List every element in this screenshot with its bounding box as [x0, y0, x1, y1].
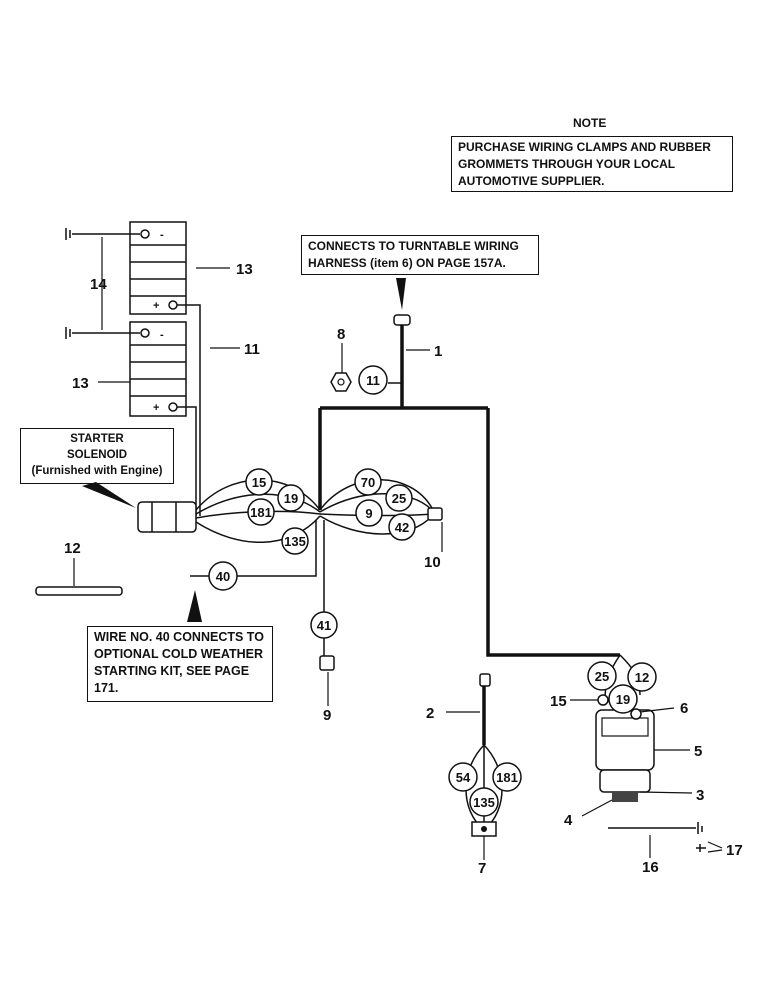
note-line: STARTING KIT, SEE PAGE [94, 664, 250, 678]
wire-181: 181 [250, 505, 272, 520]
wire-70: 70 [361, 475, 375, 490]
battery-lower: - + [129, 321, 187, 417]
callout-15: 15 [550, 693, 567, 710]
note-line: SOLENOID [66, 449, 128, 461]
note-line: (Furnished with Engine) [31, 465, 163, 477]
solenoid-pointer [82, 482, 136, 508]
callout-9: 9 [323, 707, 331, 724]
note-line: 171. [94, 681, 119, 695]
note-line: OPTIONAL COLD WEATHER [94, 647, 263, 661]
battery-plus: + [153, 402, 159, 414]
callout-11: 11 [244, 341, 260, 358]
callout-3: 3 [696, 787, 704, 804]
wire-9: 9 [365, 506, 372, 521]
callout-6: 6 [680, 700, 688, 717]
callout-13-lower: 13 [72, 375, 89, 392]
wire-181-ignition: 181 [496, 770, 518, 785]
ignition-switch [595, 694, 655, 802]
wire-40: 40 [216, 569, 230, 584]
note-line: CONNECTS TO TURNTABLE WIRING [308, 239, 519, 253]
note-line: AUTOMOTIVE SUPPLIER. [458, 174, 605, 188]
callout-12: 12 [64, 540, 81, 557]
note-line: STARTER [70, 433, 124, 445]
wire-41: 41 [317, 618, 331, 633]
note-line: HARNESS (item 6) ON PAGE 157A. [308, 256, 506, 270]
wire-42: 42 [395, 520, 409, 535]
starter-solenoid [137, 501, 197, 533]
wire-19-ignition: 19 [616, 692, 630, 707]
callout-8: 8 [337, 326, 345, 343]
note-line: GROMMETS THROUGH YOUR LOCAL [458, 157, 676, 171]
wire-19: 19 [284, 491, 298, 506]
callout-2: 2 [426, 705, 434, 722]
wire-135: 135 [284, 534, 306, 549]
callout-14: 14 [90, 276, 107, 293]
wire-54: 54 [456, 770, 471, 785]
starter-solenoid-box: STARTER SOLENOID (Furnished with Engine) [20, 428, 174, 484]
note-line: PURCHASE WIRING CLAMPS AND RUBBER [458, 140, 711, 154]
battery-minus: - [160, 229, 164, 241]
callout-numbers: 1 2 3 4 5 6 7 8 9 10 11 12 13 13 14 15 1… [64, 261, 743, 877]
wire40-pointer [187, 590, 202, 622]
nut-8 [330, 372, 352, 392]
callout-1: 1 [434, 343, 442, 360]
wire-15: 15 [252, 475, 266, 490]
callout-17: 17 [726, 842, 743, 859]
wire40-note-box: WIRE NO. 40 CONNECTS TO OPTIONAL COLD WE… [87, 626, 273, 702]
turntable-pointer [396, 278, 406, 310]
battery-upper: - + [129, 221, 187, 315]
callout-5: 5 [694, 743, 702, 760]
wire-11: 11 [366, 373, 380, 388]
resistor-12 [35, 586, 123, 596]
wire-135-ignition: 135 [473, 795, 495, 810]
cable-16 [608, 822, 703, 834]
note-title: NOTE [573, 116, 607, 130]
wire-25: 25 [392, 491, 406, 506]
wire-12: 12 [635, 670, 649, 685]
callout-7: 7 [478, 860, 486, 877]
main-harness [318, 322, 620, 657]
supplier-note-box: PURCHASE WIRING CLAMPS AND RUBBER GROMME… [451, 136, 733, 192]
wire-number-circles: 11 15 19 181 135 70 25 9 42 40 41 54 135… [208, 365, 657, 817]
battery-minus: - [160, 329, 164, 341]
callout-leaders [73, 267, 723, 860]
note-line: WIRE NO. 40 CONNECTS TO [94, 630, 264, 644]
wire-25-ignition: 25 [595, 669, 609, 684]
right-branch-wires [319, 479, 443, 535]
ground-cables [65, 228, 140, 339]
callout-4: 4 [564, 812, 573, 829]
callout-10: 10 [424, 554, 441, 571]
callout-16: 16 [642, 859, 659, 876]
battery-plus: + [153, 300, 159, 312]
callout-13-upper: 13 [236, 261, 253, 278]
terminal-17 [696, 844, 706, 852]
turntable-note-box: CONNECTS TO TURNTABLE WIRING HARNESS (it… [301, 235, 539, 275]
connector-9 [319, 655, 335, 671]
